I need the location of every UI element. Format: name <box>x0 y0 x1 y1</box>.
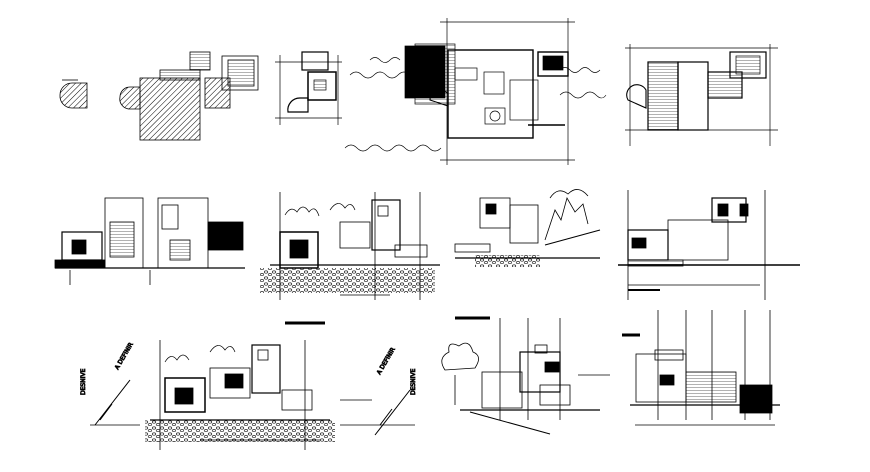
side-elevation-left <box>454 189 601 267</box>
roof-plan <box>625 44 778 146</box>
slope-right-label: A DEFINIR <box>376 346 397 376</box>
desnivel-right-label: DESNIVE <box>410 368 417 395</box>
slope-left-label: A DEFINIR <box>114 341 135 371</box>
front-elevation <box>260 192 440 300</box>
main-floor-plan <box>344 18 607 165</box>
site-plan <box>59 51 259 141</box>
section-b <box>618 190 800 300</box>
desnivel-left-label: DESNIVE <box>80 368 87 395</box>
side-elevation-right <box>622 310 780 426</box>
ground-floor-plan <box>275 51 342 125</box>
section-c <box>441 316 610 435</box>
rear-elevation: DESNIVE A DEFINIR DESNIVE A DEFINIR <box>80 321 417 450</box>
section-a <box>54 197 245 285</box>
